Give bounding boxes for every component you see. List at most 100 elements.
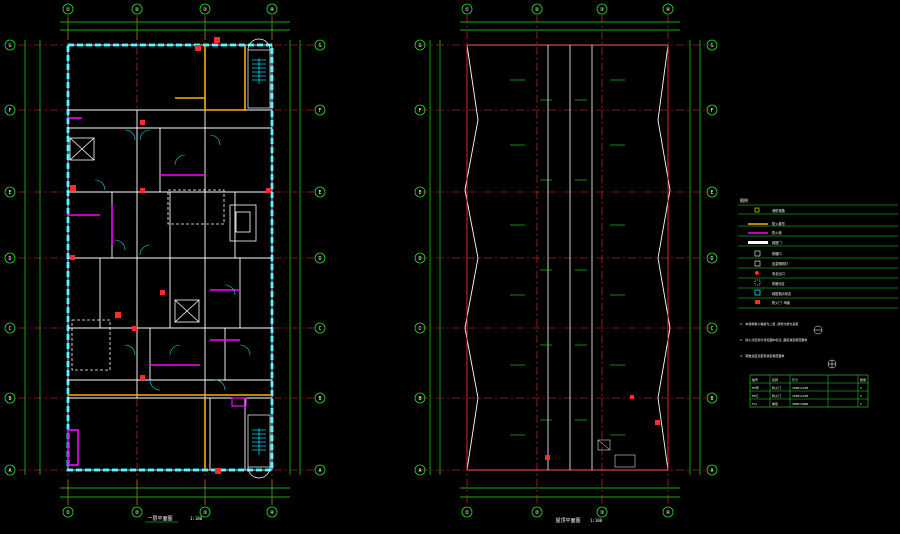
roof-markers — [545, 395, 660, 460]
grid-axes-right — [420, 15, 710, 505]
square-dash-icon — [754, 279, 761, 286]
axis-label: ③ — [203, 510, 208, 516]
axis-label: ② — [535, 510, 540, 516]
axis-label: A — [8, 468, 11, 474]
axis-labels-right: ① ② ③ ④ ① ② ③ ④ G F E D C B A G F E D C … — [418, 7, 713, 516]
slope-arrows — [510, 79, 625, 436]
table-cell: 防火门 — [772, 393, 781, 398]
legend-panel: 图例 消防栓箱 防火卷帘 防火墙 疏散门 排烟 — [738, 197, 898, 408]
legend-label: 疏散门 — [772, 240, 782, 245]
axis-bubbles-left — [4, 3, 326, 518]
axis-label: G — [710, 43, 713, 49]
legend-rules — [738, 204, 898, 309]
plan-right-title: 屋顶平面图 — [555, 518, 580, 524]
legend-label: 应急照明灯 — [772, 261, 789, 266]
axis-label: ① — [66, 7, 71, 13]
axis-label: B — [710, 396, 713, 402]
axis-label: A — [710, 468, 713, 474]
axis-label: C — [418, 326, 421, 332]
stair-treads-bottom — [252, 428, 266, 455]
red-square-icon — [755, 300, 760, 304]
roof-parapet — [466, 44, 669, 471]
axis-label: ③ — [600, 7, 605, 13]
axis-label: G — [418, 43, 421, 49]
table-cell: 2 — [860, 394, 862, 398]
axis-label: ① — [465, 510, 470, 516]
fire-equipment-markers — [70, 37, 271, 474]
legend-heading: 图例 — [740, 197, 748, 203]
table-cell: 1500x2100 — [792, 394, 808, 398]
stair-treads-top — [252, 58, 266, 84]
plan-right-scale: 1:100 — [590, 518, 603, 523]
note-line: 2. 防火分区划分详见图中标注,面积满足规范要求 — [740, 337, 807, 342]
axis-label: ④ — [270, 7, 275, 13]
axis-label: F — [8, 108, 11, 114]
red-dot-icon — [755, 271, 759, 275]
legend-label: 安全出口 — [772, 271, 785, 276]
axis-label: ② — [135, 510, 140, 516]
axis-label: G — [318, 43, 321, 49]
axis-label: ② — [135, 7, 140, 13]
floor-plan-left — [18, 15, 315, 505]
axis-labels-left: ① ② ③ ④ ① ② ③ ④ G F E D C B A G F E D C … — [8, 7, 321, 516]
square-dot-icon — [754, 260, 761, 267]
axis-label: E — [710, 190, 713, 196]
axis-label: ④ — [666, 510, 671, 516]
stair-bottom-right — [247, 414, 271, 479]
exterior-wall-outline — [67, 44, 273, 471]
table-cell: FJL — [752, 402, 758, 406]
axis-label: E — [418, 190, 421, 196]
axis-label: ④ — [270, 510, 275, 516]
white-rect-icon — [748, 241, 768, 244]
fire-walls — [67, 117, 240, 466]
table-header: 编号 — [752, 377, 758, 382]
dimension-lines-right — [429, 21, 701, 498]
table-cell: 4 — [860, 386, 862, 390]
note-line: 1. 本建筑耐火等级为二级,建筑分类为多层 — [740, 321, 798, 326]
axis-label: F — [710, 108, 713, 114]
table-cell: 卷帘 — [772, 401, 778, 406]
legend-label: 消防栓箱 — [772, 208, 786, 213]
axis-label: C — [710, 326, 713, 332]
partition-walls — [68, 45, 272, 470]
door-swings — [94, 129, 251, 391]
axis-label: C — [318, 326, 321, 332]
axis-label: C — [8, 326, 11, 332]
axis-label: F — [418, 108, 421, 114]
table-cell: 防火门 — [772, 385, 781, 390]
axis-label: A — [418, 468, 421, 474]
axis-label: E — [318, 190, 321, 196]
legend-label: 防火门 甲级 — [772, 300, 791, 305]
elevator-shafts — [69, 137, 257, 371]
axis-label: ① — [465, 7, 470, 13]
table-header: 名称 — [772, 377, 778, 382]
square-x-icon — [754, 250, 761, 257]
axis-label: A — [318, 468, 321, 474]
axis-label: D — [710, 256, 713, 262]
axis-label: B — [8, 396, 11, 402]
table-cell: 3000x3000 — [792, 402, 808, 406]
note-symbols — [813, 325, 837, 369]
axis-label: G — [8, 43, 11, 49]
axis-label: D — [8, 256, 11, 262]
axis-label: B — [318, 396, 321, 402]
plan-left-scale: 1:100 — [190, 516, 203, 521]
stair-top-right — [247, 38, 271, 109]
plan-left-title: 一层平面图 — [147, 516, 172, 522]
roof-outline — [464, 44, 671, 471]
note-line: 3. 疏散宽度及距离满足规范要求 — [740, 353, 784, 358]
axis-label: E — [8, 190, 11, 196]
axis-label: F — [318, 108, 321, 114]
axis-label: B — [418, 396, 421, 402]
table-header: 数量 — [860, 377, 866, 382]
grid-axes-left — [18, 15, 315, 505]
legend-label: 防火墙 — [772, 230, 782, 235]
door-schedule-table: 编号 名称 尺寸 数量 FM甲 防火门 1000x2100 4 FM乙 防火门 … — [749, 374, 869, 408]
axis-label: D — [318, 256, 321, 262]
axis-label: ② — [535, 7, 540, 13]
legend-label: 排烟口 — [772, 251, 782, 256]
table-header: 尺寸 — [792, 377, 798, 382]
table-cell: 1 — [860, 402, 862, 406]
roof-drains — [597, 439, 636, 468]
